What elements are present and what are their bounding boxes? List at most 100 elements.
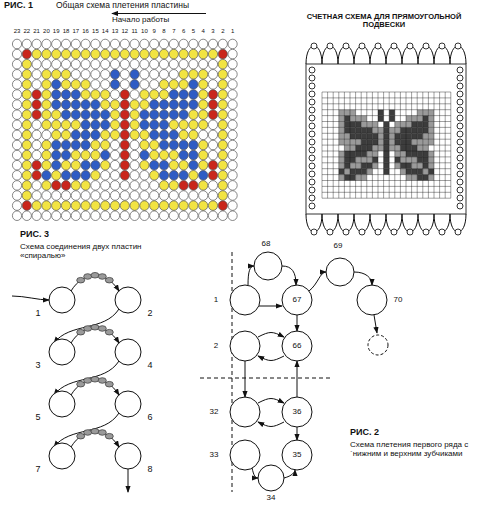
bead [150,150,159,160]
pattern-cell [423,122,429,128]
pattern-cell [350,127,356,133]
spiral-join [12,272,141,492]
side-bead [309,163,315,169]
bead [101,110,110,120]
bead [130,150,139,160]
bead [32,49,41,59]
thread [54,361,119,395]
bead [32,171,41,181]
loop-bead [391,229,397,235]
bead [81,211,90,221]
caption: Схема соединения двух пластин «спиралью» [20,243,160,261]
bead [208,201,217,211]
pattern-cell [361,122,367,128]
small-bead [105,277,113,283]
grid-line [322,162,451,163]
bead [140,110,149,120]
bead [120,39,129,49]
bead [140,191,149,201]
bead-circle [282,397,312,427]
pattern-cell [428,175,434,181]
bead [169,201,178,211]
pattern-cell [423,139,429,145]
bead [169,191,178,201]
bead [22,211,31,221]
pattern-cell [339,175,345,181]
bead [159,211,168,221]
pattern-cell [412,175,418,181]
pattern-cell [367,133,373,139]
pattern-cell [372,151,378,157]
bead [32,100,41,110]
side-bead [309,155,315,161]
grid-line [322,192,451,193]
small-bead [77,381,85,387]
bead [91,49,100,59]
pattern-cell [384,139,390,145]
callout-number: 67 [293,296,302,305]
bead [32,201,41,211]
bead [130,90,139,100]
bead [91,39,100,49]
bead [189,90,198,100]
grid-line [322,139,451,140]
bead [199,171,208,181]
bead [71,59,80,69]
bead [150,191,159,201]
pattern-cell [412,127,418,133]
loop-bead [455,43,461,49]
pattern-cell [423,169,429,175]
pattern-cell [395,139,401,145]
bead [71,171,80,181]
side-bead [309,91,315,97]
bead [140,171,149,181]
grid-line [322,186,451,187]
bead [218,150,227,160]
thread [252,468,258,478]
pattern-cell [372,122,378,128]
bead [199,150,208,160]
pattern-cell [395,127,401,133]
callout-number: 2 [147,309,152,319]
pattern-cell [367,163,373,169]
grid-line [322,174,451,175]
bead [71,70,80,80]
pattern-cell [339,127,345,133]
bead [42,80,51,90]
loop-bead [439,229,445,235]
bead [120,150,129,160]
bead [228,110,237,120]
bead [42,49,51,59]
callout-number: 6 [182,28,185,35]
grid-line [322,168,451,169]
bead [81,90,90,100]
small-bead [91,428,99,434]
pattern-cell [350,157,356,163]
bead [61,110,70,120]
bead [208,191,217,201]
pattern-cell [412,169,418,175]
bead [101,130,110,140]
small-bead [84,430,92,436]
bead [91,80,100,90]
bead [22,120,31,130]
pattern-cell [361,157,367,163]
bead [71,211,80,221]
bead [150,49,159,59]
figure-heading: РИС. 1 [4,1,33,11]
bead [52,120,61,130]
pattern-cell [384,122,390,128]
side-bead [309,179,315,185]
bead [110,120,119,130]
bead [22,140,31,150]
bead [179,130,188,140]
bead [130,39,139,49]
side-bead [457,67,463,73]
bead [159,201,168,211]
bead [81,80,90,90]
pattern-cell [350,139,356,145]
side-bead [309,83,315,89]
bead [159,59,168,69]
side-bead [457,107,463,113]
thread [297,315,298,331]
